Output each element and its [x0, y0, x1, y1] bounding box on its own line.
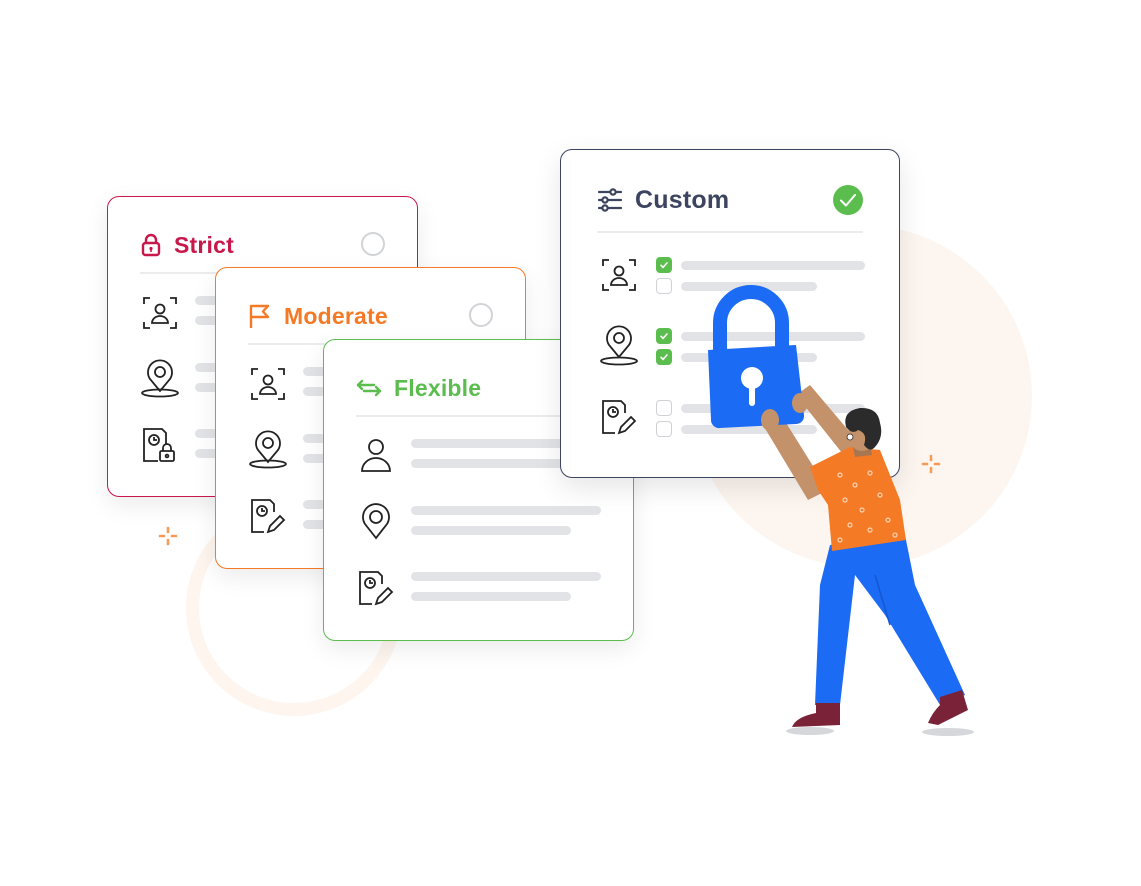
- location-pin-icon: [249, 430, 287, 469]
- checkbox-unchecked[interactable]: [656, 278, 672, 294]
- face-scan-icon: [251, 368, 285, 400]
- sparkle-icon: [921, 454, 941, 474]
- face-scan-icon: [143, 297, 177, 329]
- document-clock-lock-icon: [143, 428, 175, 462]
- select-radio[interactable]: [469, 303, 493, 327]
- shadow: [922, 728, 974, 736]
- checkbox-checked[interactable]: [656, 257, 672, 273]
- person-holding-padlock-illustration: [708, 285, 974, 736]
- divider: [597, 231, 863, 233]
- lock-icon: [141, 233, 161, 257]
- card-title: Strict: [174, 231, 234, 258]
- card-header: Flexible: [356, 372, 601, 404]
- row-document: [356, 568, 601, 618]
- location-pin-icon: [362, 503, 390, 540]
- document-clock-edit-icon: [602, 400, 637, 435]
- sliders-icon: [597, 188, 623, 212]
- location-pin-icon: [141, 359, 179, 398]
- card-title: Custom: [635, 185, 730, 214]
- flag-icon: [249, 304, 270, 328]
- card-header: Custom: [597, 184, 863, 216]
- card-header: Moderate: [248, 300, 493, 332]
- checkbox-checked[interactable]: [656, 349, 672, 365]
- location-pin-icon: [600, 325, 638, 366]
- shadow: [786, 727, 834, 735]
- select-radio[interactable]: [361, 232, 385, 256]
- document-clock-edit-icon: [251, 499, 286, 534]
- card-header: Strict: [140, 229, 385, 261]
- padlock-icon: [708, 285, 805, 429]
- row-user: [356, 435, 601, 485]
- document-clock-edit-icon: [359, 571, 394, 606]
- checkbox-checked[interactable]: [656, 328, 672, 344]
- divider: [356, 415, 601, 417]
- arrows-left-right-icon: [356, 379, 382, 397]
- sparkle-icon: [158, 526, 178, 546]
- face-scan-icon: [602, 259, 636, 291]
- checkmark-selected-icon[interactable]: [833, 185, 863, 215]
- row-location: [356, 502, 601, 552]
- checkbox-unchecked[interactable]: [656, 421, 672, 437]
- card-title: Moderate: [284, 302, 388, 329]
- user-icon: [361, 439, 391, 472]
- checkbox-unchecked[interactable]: [656, 400, 672, 416]
- shirt: [810, 447, 906, 551]
- card-title: Flexible: [394, 374, 482, 401]
